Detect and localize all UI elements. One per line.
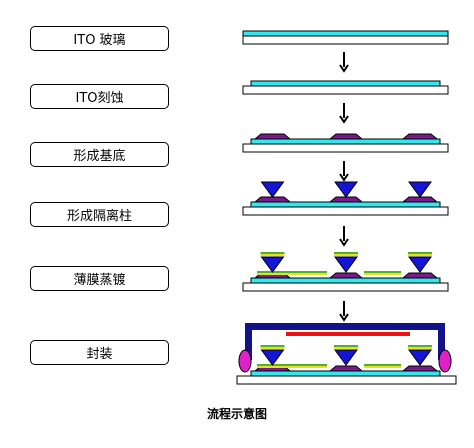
film-cap-green <box>408 252 432 254</box>
film-layer-yellow <box>364 366 401 368</box>
step-box-ito-etch: ITO刻蚀 <box>30 84 169 109</box>
base-pad <box>253 133 292 140</box>
glass-substrate <box>236 375 457 385</box>
spacer-column <box>334 349 358 366</box>
ito-layer <box>250 277 441 284</box>
film-cap-yellow <box>260 254 285 256</box>
film-layer-green <box>364 271 401 273</box>
sealant-left <box>238 349 252 373</box>
ito-layer <box>250 138 441 145</box>
film-layer-yellow <box>364 273 401 275</box>
film-cap-green <box>408 345 432 347</box>
spacer-column <box>260 256 285 273</box>
step-box-form-spacer: 形成隔离柱 <box>30 202 169 227</box>
film-cap-yellow <box>334 254 358 256</box>
base-pad <box>401 196 439 203</box>
ito-layer <box>250 370 441 377</box>
diagram-caption: 流程示意图 <box>206 407 267 421</box>
glass-substrate <box>242 143 449 153</box>
step-label: 封装 <box>86 347 113 362</box>
step-label: ITO刻蚀 <box>75 91 124 106</box>
step-box-ito-glass: ITO 玻璃 <box>30 26 169 51</box>
spacer-column <box>408 181 432 198</box>
base-pad <box>328 133 364 140</box>
step-label: 形成基底 <box>73 149 126 164</box>
base-pad <box>253 196 292 203</box>
glass-substrate <box>242 85 449 95</box>
red-layer <box>286 332 410 336</box>
film-cap-yellow <box>408 254 432 256</box>
spacer-column <box>408 256 432 273</box>
film-cap-green <box>334 252 358 254</box>
film-cap-yellow <box>408 347 432 349</box>
step-box-film-deposition: 薄膜蒸镀 <box>30 266 169 291</box>
arrow-head <box>339 313 349 322</box>
arrow-head <box>339 238 349 247</box>
film-layer-yellow <box>257 273 327 275</box>
film-layer-yellow <box>257 366 327 368</box>
glass-substrate <box>242 282 449 292</box>
base-pad <box>401 133 439 140</box>
spacer-column <box>260 181 285 198</box>
film-cap-green <box>334 345 358 347</box>
base-pad <box>328 196 364 203</box>
spacer-column <box>408 349 432 366</box>
encapsulation-cover <box>245 323 445 360</box>
step-box-form-base: 形成基底 <box>30 142 169 167</box>
ito-layer <box>250 201 441 208</box>
arrow-head <box>339 115 349 124</box>
spacer-column <box>334 256 358 273</box>
arrow-head <box>339 64 349 73</box>
base-pad <box>401 365 439 372</box>
step-label: 薄膜蒸镀 <box>73 273 126 288</box>
base-pad <box>401 272 439 279</box>
film-cap-green <box>260 252 285 254</box>
film-layer-green <box>257 364 327 366</box>
ito-layer <box>250 80 441 87</box>
step-label: ITO 玻璃 <box>73 33 126 48</box>
film-layer-green <box>257 271 327 273</box>
film-cap-yellow <box>334 347 358 349</box>
film-layer-green <box>364 364 401 366</box>
base-pad <box>328 272 364 279</box>
sealant-right <box>438 349 452 373</box>
arrow-head <box>339 173 349 182</box>
ito-layer <box>242 30 449 37</box>
base-pad <box>328 365 364 372</box>
film-cap-yellow <box>260 347 285 349</box>
glass-substrate <box>242 35 449 45</box>
spacer-column <box>334 181 358 198</box>
step-label: 形成隔离柱 <box>66 209 132 224</box>
glass-substrate <box>242 206 449 216</box>
film-cap-green <box>260 345 285 347</box>
spacer-column <box>260 349 285 366</box>
step-box-encapsulation: 封装 <box>30 340 169 365</box>
